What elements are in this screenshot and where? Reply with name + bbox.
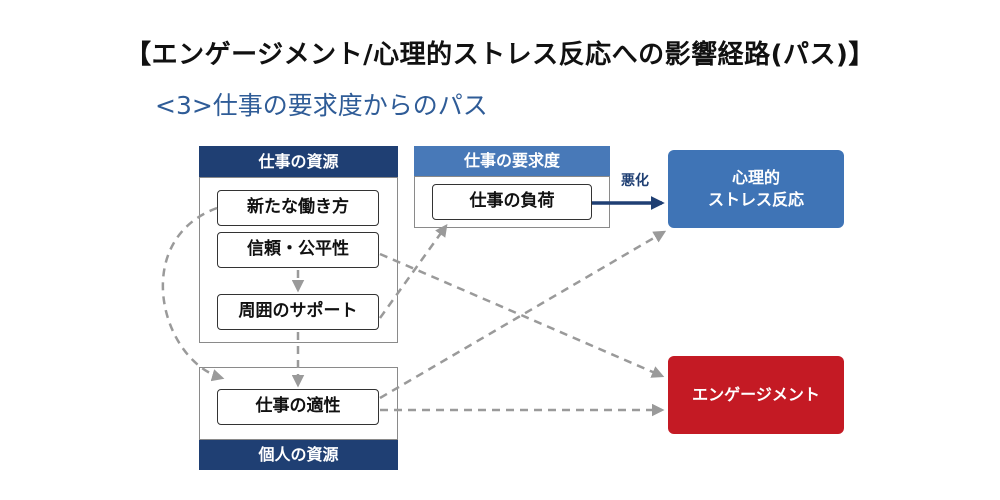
workload-label: 仕事の負荷 [469, 191, 555, 211]
worsening-label: 悪化 [621, 173, 649, 189]
stress-response-line2: ストレス反応 [707, 190, 804, 209]
trust-fairness-box: 信頼・公平性 [217, 232, 379, 268]
job-fit-label: 仕事の適性 [255, 396, 341, 416]
personal-resources-header: 個人の資源 [199, 440, 398, 470]
personal-resources-header-label: 個人の資源 [258, 445, 339, 464]
peer-support-label: 周囲のサポート [238, 301, 358, 321]
page-subtitle: <3>仕事の要求度からのパス [155, 91, 488, 120]
trust-to-engagement-arrow [379, 252, 665, 378]
stress-response-line1: 心理的 [731, 168, 780, 187]
job-fit-box: 仕事の適性 [217, 389, 379, 425]
job-resources-header: 仕事の資源 [199, 146, 398, 177]
job-resources-header-label: 仕事の資源 [258, 152, 339, 171]
page-title: 【エンゲージメント/心理的ストレス反応への影響経路(パス)】 [125, 40, 875, 70]
newwork-to-jobfit-arrow [161, 206, 225, 382]
job-demands-header: 仕事の要求度 [414, 146, 610, 176]
new-work-style-box: 新たな働き方 [217, 190, 379, 226]
support-to-workload-arrow [378, 223, 448, 319]
stress-response-box: 心理的 ストレス反応 [668, 150, 844, 228]
new-work-style-label: 新たな働き方 [247, 197, 349, 217]
engagement-box: エンゲージメント [668, 356, 844, 434]
job-demands-header-label: 仕事の要求度 [463, 151, 560, 170]
engagement-label: エンゲージメント [692, 385, 820, 404]
workload-box: 仕事の負荷 [432, 184, 592, 220]
peer-support-box: 周囲のサポート [217, 294, 379, 330]
trust-fairness-label: 信頼・公平性 [247, 239, 349, 259]
